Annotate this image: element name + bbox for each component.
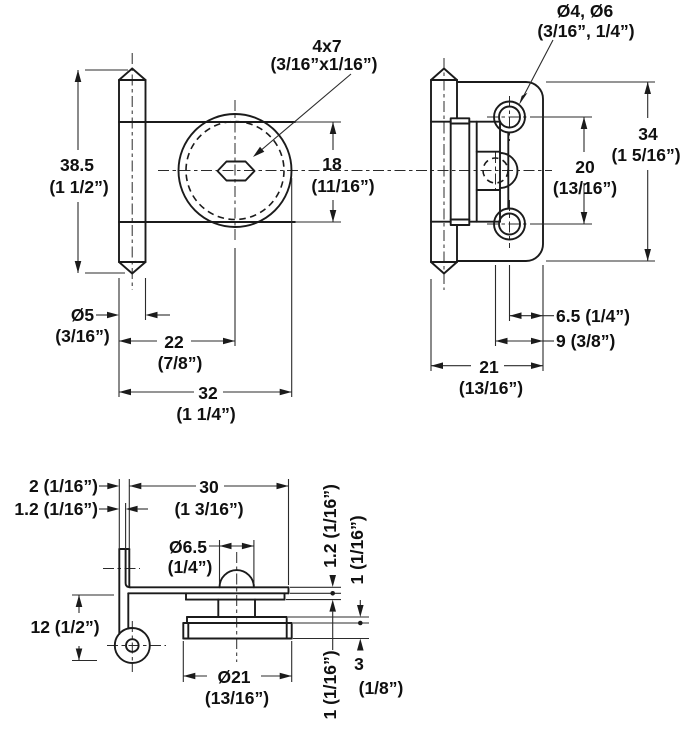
- front-view: Ø4, Ø6 (3/16”, 1/4”) 34 (1 5/16”) 20 (13…: [430, 1, 681, 398]
- slot-size-inch: (3/16”x1/16”): [270, 54, 377, 74]
- slot-size-label: 4x7: [312, 36, 341, 56]
- arm-mm: 30: [199, 477, 219, 497]
- dim-arm-30: 30 (1 3/16”): [129, 477, 290, 585]
- slot-callout: 4x7 (3/16”x1/16”): [253, 36, 378, 157]
- offset-mm: 22: [164, 332, 184, 352]
- middle-hole-hidden: [482, 157, 509, 184]
- leaf-thickness-label: 1.2 (1/16”): [14, 499, 98, 519]
- leader-arrow: [519, 92, 528, 105]
- pin-outline: [430, 67, 458, 275]
- dim-disc-21: Ø21 (13/16”): [182, 641, 293, 708]
- edge-hole-label: 6.5 (1/4”): [556, 306, 630, 326]
- bottom-hole-inner: [498, 212, 521, 236]
- dim-height-34: 34 (1 5/16”): [546, 81, 681, 262]
- height-mm: 38.5: [60, 155, 94, 175]
- spacing-inch: (13/16”): [553, 178, 617, 198]
- dim-edge-9: 9 (3/8”): [494, 265, 615, 351]
- holes-callout: Ø4, Ø6 (3/16”, 1/4”): [519, 1, 635, 105]
- dim-spacing-20: 20 (13/16”): [532, 116, 617, 225]
- dim-leaf-1-2: 1.2 (1/16”): [14, 499, 148, 549]
- dim-plate-18: 18 (11/16”): [295, 121, 375, 223]
- leaf-and-arm: [118, 548, 290, 635]
- dim-width-21: 21 (13/16”): [430, 265, 544, 398]
- plate-inch: (11/16”): [311, 176, 374, 196]
- dim-drop-12: 12 (1/2”): [30, 594, 114, 662]
- dim-chain-washer-disc: 1 (1/16”) 3 (1/8”): [288, 515, 403, 698]
- overall-mm: 32: [198, 383, 218, 403]
- dim-edge-6-5: 6.5 (1/4”): [508, 265, 630, 326]
- disc-thickness-inch: (1/8”): [359, 678, 404, 698]
- width-inch: (13/16”): [459, 378, 523, 398]
- bottom-hole-outer: [493, 207, 526, 241]
- disc-assembly: [182, 592, 293, 640]
- knob-mm: Ø6.5: [169, 537, 207, 557]
- holes-mm: Ø4, Ø6: [557, 1, 614, 21]
- holes-inch: (3/16”, 1/4”): [537, 21, 634, 41]
- dim-pin-dia-5: Ø5 (3/16”): [55, 278, 170, 397]
- height-inch: (1 5/16”): [611, 145, 680, 165]
- dim-chain-arm-washer: 1.2 (1/16”) 1 (1/16”): [286, 484, 341, 720]
- pin-outline: [118, 67, 147, 275]
- dim-offset-22: 22 (7/8”): [119, 248, 236, 373]
- offset-inch: (7/8”): [158, 353, 203, 373]
- offset-label: 2 (1/16”): [29, 476, 98, 496]
- top-hole-inner: [498, 105, 521, 129]
- plan-view: 2 (1/16”) 1.2 (1/16”) 30 (1 3/16”) Ø6.5: [14, 476, 403, 720]
- knob-circle: [177, 113, 293, 228]
- edge-mid-label: 9 (3/8”): [556, 331, 615, 351]
- side-view: 4x7 (3/16”x1/16”) 38.5 (1 1/2”) 18 (11/1…: [49, 36, 377, 424]
- knob-hidden-circle: [185, 120, 285, 221]
- spacing-mm: 20: [575, 157, 595, 177]
- dim-height-38-5: 38.5 (1 1/2”): [49, 69, 128, 274]
- disc-thickness-mm: 3: [354, 654, 364, 674]
- pin-dia-mm: Ø5: [71, 305, 95, 325]
- knob-dome: [218, 569, 255, 589]
- drop-label: 12 (1/2”): [30, 617, 99, 637]
- pivot-outer: [113, 627, 151, 664]
- dim-overall-32: 32 (1 1/4”): [119, 178, 293, 424]
- height-mm: 34: [638, 124, 658, 144]
- top-hole-outer: [493, 100, 526, 134]
- mounting-plate: [456, 81, 544, 262]
- dim-knob-6-5: Ø6.5 (1/4”): [168, 537, 255, 583]
- screw-holes: [482, 100, 526, 241]
- upper-washer-label: 1 (1/16”): [320, 650, 340, 719]
- pivot-inner: [125, 638, 140, 653]
- height-inch: (1 1/2”): [49, 177, 108, 197]
- arm-thickness-label: 1.2 (1/16”): [320, 484, 340, 568]
- hex-slot: [216, 160, 256, 182]
- disc-mm: Ø21: [217, 667, 250, 687]
- width-mm: 21: [479, 357, 499, 377]
- overall-inch: (1 1/4”): [176, 404, 235, 424]
- arm-inch: (1 3/16”): [174, 499, 243, 519]
- pin-dia-inch: (3/16”): [55, 326, 109, 346]
- leader-arrow: [253, 146, 265, 157]
- disc-inch: (13/16”): [205, 688, 269, 708]
- knob-inch: (1/4”): [168, 557, 213, 577]
- bushing: [449, 117, 471, 226]
- middle-boss: [499, 152, 519, 189]
- lower-washer-label: 1 (1/16”): [347, 515, 367, 584]
- plate-mm: 18: [322, 154, 342, 174]
